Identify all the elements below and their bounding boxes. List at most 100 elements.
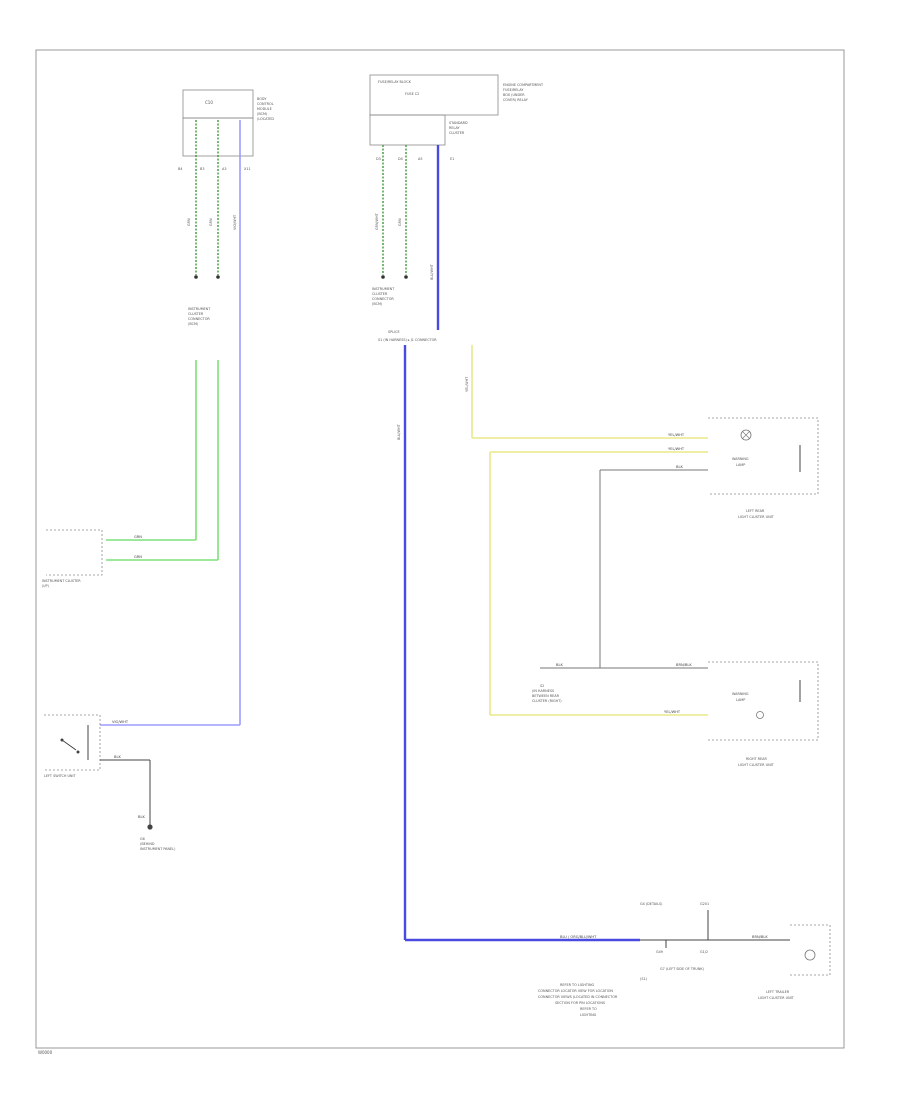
connector-center-label-0: INSTRUMENT: [372, 287, 395, 291]
vertical-wire-tag-4: GRN/WHT: [375, 212, 379, 230]
wire-tag-yellow-bottom: YEL/WHT: [664, 710, 681, 714]
bottom-section: G4 (DETAILS) G201 BLU / ORG/BLU/WHT BRN/…: [538, 902, 831, 1017]
bottom-component-box: [790, 924, 831, 976]
fuse-block-top-left-box: [182, 89, 254, 119]
ground-label-1: (BEHIND: [140, 842, 155, 846]
switch-contact: [61, 739, 77, 751]
ground-icon: [147, 824, 153, 830]
middle-note-0: S2: [540, 684, 544, 688]
splice: SPLICE S1 (IN HARNESS) ▸ J1 CONNECTOR: [378, 330, 640, 942]
bottom-note-1: (S1): [640, 977, 648, 981]
bottom-pin-1: G1/2: [700, 950, 708, 954]
left-switch-unit: LEFT SWITCH UNIT VIO/WHT BLK: [44, 714, 151, 825]
bottom-note-7: LIGHTING: [580, 1013, 597, 1017]
connector-left-label-3: (BCM): [188, 322, 199, 326]
pin-label-x11: X11: [244, 167, 251, 171]
fuse-block-top-center-label-2: BOX (UNDER: [503, 93, 525, 97]
ground-symbol: BLK G6 (BEHIND INSTRUMENT PANEL): [138, 815, 176, 851]
bottom-pin-0: G49: [656, 950, 663, 954]
vertical-wire-tag-2: GRN: [209, 218, 213, 226]
instrument-cluster-label-0: INSTRUMENT CLUSTER: [42, 579, 81, 583]
ground-label-0: G6: [140, 837, 145, 841]
pin-label-e1: E1: [450, 157, 454, 161]
bottom-note-3: CONNECTOR LOCATOR VIEW FOR LOCATION: [538, 989, 613, 993]
fuse-block-top-center: FUSE/RELAY BLOCK FUSE C2 ENGINE COMPARTM…: [369, 74, 544, 161]
wire-tag-left-green-1: GRN: [134, 535, 142, 539]
instrument-cluster: INSTRUMENT CLUSTER (I/P) GRN GRN: [42, 529, 142, 588]
fuse-block-top-center-inner-0: STANDARD: [449, 121, 468, 125]
pin-label-a3: A3: [222, 167, 226, 171]
wire-tag-left-black: BLK: [114, 755, 121, 759]
middle-note-1: (IN HARNESS: [532, 689, 554, 693]
right-rear-lamp-unit-1: LAMP: [736, 698, 745, 702]
wires-top-center: [381, 145, 440, 330]
wires-right: [472, 437, 708, 716]
vertical-wire-tag-7: BLU/WHT: [397, 423, 401, 440]
fuse-block-top-center-label-1: FUSE/RELAY: [503, 88, 524, 92]
bottom-component-label-1: LIGHT CLUSTER UNIT: [758, 996, 795, 1000]
bottom-note-6: REFER TO: [580, 1007, 597, 1011]
pin-label-d3: D3: [376, 157, 381, 161]
connector-left-label-2: CONNECTOR: [188, 317, 210, 321]
left-rear-lamp-label-1: LIGHT CLUSTER UNIT: [738, 515, 775, 519]
left-rear-lamp-unit-0: WARNING: [732, 457, 749, 461]
bottom-note-4: CONNECTOR VIEWS (LOCATED IN CONNECTOR: [538, 995, 618, 999]
switch-terminal: [76, 750, 80, 754]
middle-note: S2 (IN HARNESS BETWEEN REAR CLUSTER (RIG…: [532, 684, 562, 703]
connector-pin: [216, 275, 220, 279]
lamp-filament: [742, 431, 750, 439]
left-rear-lamp-label-0: LEFT REAR: [746, 509, 765, 513]
ground-tag: BLK: [138, 815, 145, 819]
instrument-cluster-box: [46, 529, 103, 576]
wire-tag-yellow-top-2: YEL/WHT: [668, 447, 685, 451]
splice-name: SPLICE: [388, 330, 400, 334]
connector-center-label-2: CONNECTOR: [372, 297, 394, 301]
pin-label-b4: B4: [178, 167, 182, 171]
connector-left-label-1: CLUSTER: [188, 312, 204, 316]
fuse-block-top-center-label-3: COVER) RELAY: [503, 98, 529, 102]
diagram-frame: [35, 49, 845, 1049]
fuse-block-top-center-inner-1: RELAY: [449, 126, 461, 130]
fuse-block-top-left-label-0: BODY: [257, 97, 267, 101]
lamp-icon: [740, 429, 752, 441]
splice-label: S1 (IN HARNESS) ▸ J1 CONNECTOR: [378, 338, 437, 342]
bottom-note-5: SECTION FOR PIN LOCATIONS: [555, 1001, 605, 1005]
fuse-block-top-left-box-text: C10: [205, 100, 213, 105]
fuse-block-top-center-sub: FUSE C2: [405, 92, 419, 96]
left-switch-label: LEFT SWITCH UNIT: [44, 774, 76, 778]
fuse-block-top-left-label-1: CONTROL: [257, 102, 274, 106]
wire-tag-black-mid: BLK: [556, 663, 563, 667]
pin-label-a5: A5: [418, 157, 422, 161]
middle-note-3: CLUSTER (RIGHT): [532, 699, 562, 703]
left-rear-lamp-unit-1: LAMP: [736, 463, 745, 467]
wires-top-left: [100, 120, 241, 726]
wire-tag-yellow-top: YEL/WHT: [668, 433, 685, 437]
bottom-header-left: G4 (DETAILS): [640, 902, 663, 906]
fuse-block-top-left-label-4: (LOCATED: [257, 117, 274, 121]
right-rear-lamp-box: [708, 661, 819, 741]
connector-center: INSTRUMENT CLUSTER CONNECTOR (BCM): [372, 287, 395, 306]
middle-note-2: BETWEEN REAR: [532, 694, 560, 698]
right-rear-lamp-label-1: LIGHT CLUSTER UNIT: [738, 763, 775, 767]
vertical-wire-tag-3: VIO/WHT: [233, 214, 237, 230]
left-switch-box: [44, 714, 101, 771]
bottom-header-right: G201: [700, 902, 709, 906]
wire-tag-left-green-2: GRN: [134, 555, 142, 559]
connector-pin: [404, 275, 408, 279]
connector-left: INSTRUMENT CLUSTER CONNECTOR (BCM): [188, 307, 211, 326]
left-rear-lamp: WARNING LAMP LEFT REAR LIGHT CLUSTER UNI…: [708, 417, 819, 519]
bottom-note-0: G7 (LEFT SIDE OF TRUNK): [660, 967, 705, 971]
right-rear-lamp: WARNING LAMP RIGHT REAR LIGHT CLUSTER UN…: [708, 661, 819, 767]
vertical-wire-tag-8: YEL/WHT: [465, 376, 469, 392]
vertical-wire-tag-1: GRN: [187, 218, 191, 226]
pin-label-d4: D4: [398, 157, 403, 161]
fuse-block-top-left: C10 BODY CONTROL MODULE (BCM) (LOCATED B…: [178, 89, 274, 171]
fuse-block-top-center-inner-2: CLUSTER: [449, 131, 465, 135]
ground-label-2: INSTRUMENT PANEL): [140, 847, 176, 851]
right-rear-lamp-label-0: RIGHT REAR: [746, 757, 767, 761]
lamp-icon: [804, 949, 816, 961]
lamp-icon: [756, 711, 764, 719]
wire-tag-black-mid-right: BRN/BLK: [676, 663, 692, 667]
fuse-block-top-center-label-0: ENGINE COMPARTMENT: [503, 83, 544, 87]
